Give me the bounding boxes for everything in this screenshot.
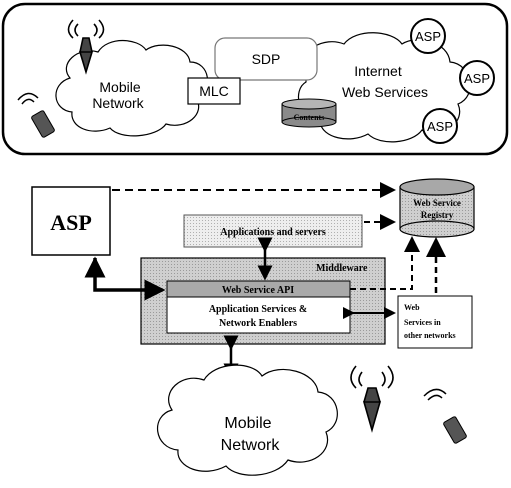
antenna-tower-icon [67, 19, 105, 75]
registry-label-2: Registry [421, 210, 454, 220]
web-services-other-networks-box [397, 295, 473, 349]
internet-label-1: Internet [354, 63, 402, 79]
mobile-network-label-bottom-1: Mobile [224, 415, 271, 432]
bottom-panel: ASP Web Service Registry Applications an… [31, 178, 475, 476]
contents-database: Contents [281, 98, 337, 128]
asp-node-3: ASP [422, 108, 458, 144]
dashed-arrow-api-to-registry [350, 236, 420, 290]
asp-box-label: ASP [50, 210, 92, 235]
contents-label: Contents [294, 113, 325, 122]
asp-node-2: ASP [459, 60, 495, 96]
antenna-tower-icon-bottom [350, 365, 394, 433]
application-services-box [166, 296, 351, 334]
top-panel: Mobile Network Internet Web Services SDP… [1, 2, 509, 156]
web-service-registry: Web Service Registry [399, 178, 475, 238]
applications-servers-box [183, 214, 363, 248]
applications-servers-label: Applications and servers [220, 227, 326, 238]
registry-label-1: Web Service [413, 198, 461, 208]
mobile-network-label-top-2: Network [92, 95, 144, 111]
mobile-network-label-top-1: Mobile [99, 79, 140, 95]
asp-node-1: ASP [410, 18, 446, 54]
ws-other-label-1: Web [404, 303, 420, 312]
mobile-network-cloud-bottom [156, 364, 338, 476]
svg-text:ASP: ASP [427, 119, 453, 134]
mlc-box [187, 77, 241, 105]
mlc-label: MLC [199, 83, 229, 99]
mobile-network-label-bottom-2: Network [221, 437, 281, 454]
internet-label-2: Web Services [342, 84, 428, 100]
middleware-label: Middleware [316, 263, 368, 274]
sdp-label: SDP [252, 51, 281, 67]
sdp-box [214, 37, 318, 81]
app-services-label-2: Network Enablers [219, 318, 297, 329]
web-service-api-label: Web Service API [222, 285, 294, 296]
mobile-phone-icon [17, 92, 55, 138]
svg-text:ASP: ASP [464, 71, 490, 86]
mobile-phone-icon-bottom [423, 388, 467, 444]
app-services-label-1: Application Services & [209, 304, 307, 315]
ws-other-label-2: Services in [404, 318, 441, 327]
ws-other-label-3: other networks [404, 331, 456, 340]
svg-text:ASP: ASP [415, 29, 441, 44]
asp-box [31, 186, 111, 256]
